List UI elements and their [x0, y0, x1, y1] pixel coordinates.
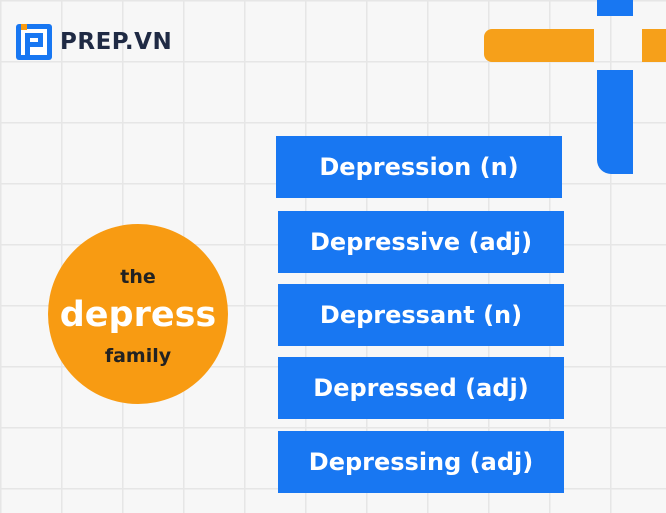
decorative-orange-block [642, 29, 666, 62]
decorative-blue-bar [597, 70, 633, 174]
word-item-depressing: Depressing (adj) [278, 431, 564, 493]
word-item-depressive: Depressive (adj) [278, 211, 564, 273]
word-family-badge: the depress family [48, 224, 228, 404]
word-item-depression: Depression (n) [276, 136, 562, 198]
prep-logo-icon [16, 24, 52, 60]
family-suffix: family [104, 344, 172, 367]
word-item-depressant: Depressant (n) [278, 284, 564, 346]
brand-logo: PREP.VN [16, 24, 172, 60]
brand-name: PREP.VN [60, 29, 173, 55]
family-root-word: depress [59, 294, 217, 335]
decorative-blue-block [597, 0, 633, 16]
family-prefix: the [120, 265, 156, 288]
word-item-depressed: Depressed (adj) [278, 357, 564, 419]
decorative-orange-bar [484, 29, 594, 62]
